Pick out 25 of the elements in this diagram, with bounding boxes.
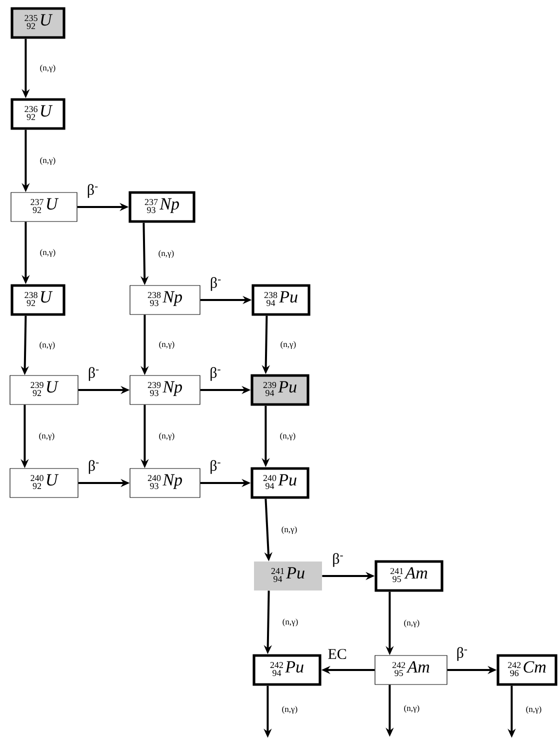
edge-label: (n,γ) bbox=[157, 249, 176, 259]
edge-label: β$^{-}$ bbox=[208, 366, 222, 382]
edge-label: EC bbox=[326, 648, 348, 660]
edge-label: (n,γ) bbox=[38, 248, 57, 258]
edge-label: (n,γ) bbox=[38, 64, 57, 74]
edge-label: β$^{-}$ bbox=[86, 366, 101, 382]
edge-label: (n,γ) bbox=[158, 432, 176, 442]
edge-label: (n,γ) bbox=[38, 432, 56, 442]
edge-label: (n,γ) bbox=[38, 340, 56, 350]
edge-label: β$^{-}$ bbox=[86, 183, 100, 199]
edge-label: β$^{-}$ bbox=[208, 276, 223, 292]
edge-label: (n,γ) bbox=[524, 704, 543, 715]
edge-label: β$^{-}$ bbox=[86, 459, 101, 475]
edge-label: (n,γ) bbox=[38, 156, 57, 166]
edge-label: (n,γ) bbox=[281, 618, 300, 628]
edge-label: β$^{-}$ bbox=[208, 459, 222, 475]
edge-label: (n,γ) bbox=[278, 432, 297, 442]
edge-label: (n,γ) bbox=[402, 704, 421, 714]
edge-label: (n,γ) bbox=[279, 340, 298, 350]
edge-label: β$^{-}$ bbox=[455, 646, 469, 662]
edge-label: β$^{-}$ bbox=[331, 552, 345, 568]
edge-label: (n,γ) bbox=[402, 618, 421, 628]
edge-label: (n,γ) bbox=[158, 340, 176, 350]
edge-label: (n,γ) bbox=[280, 525, 298, 535]
edge-label: (n,γ) bbox=[280, 704, 299, 715]
